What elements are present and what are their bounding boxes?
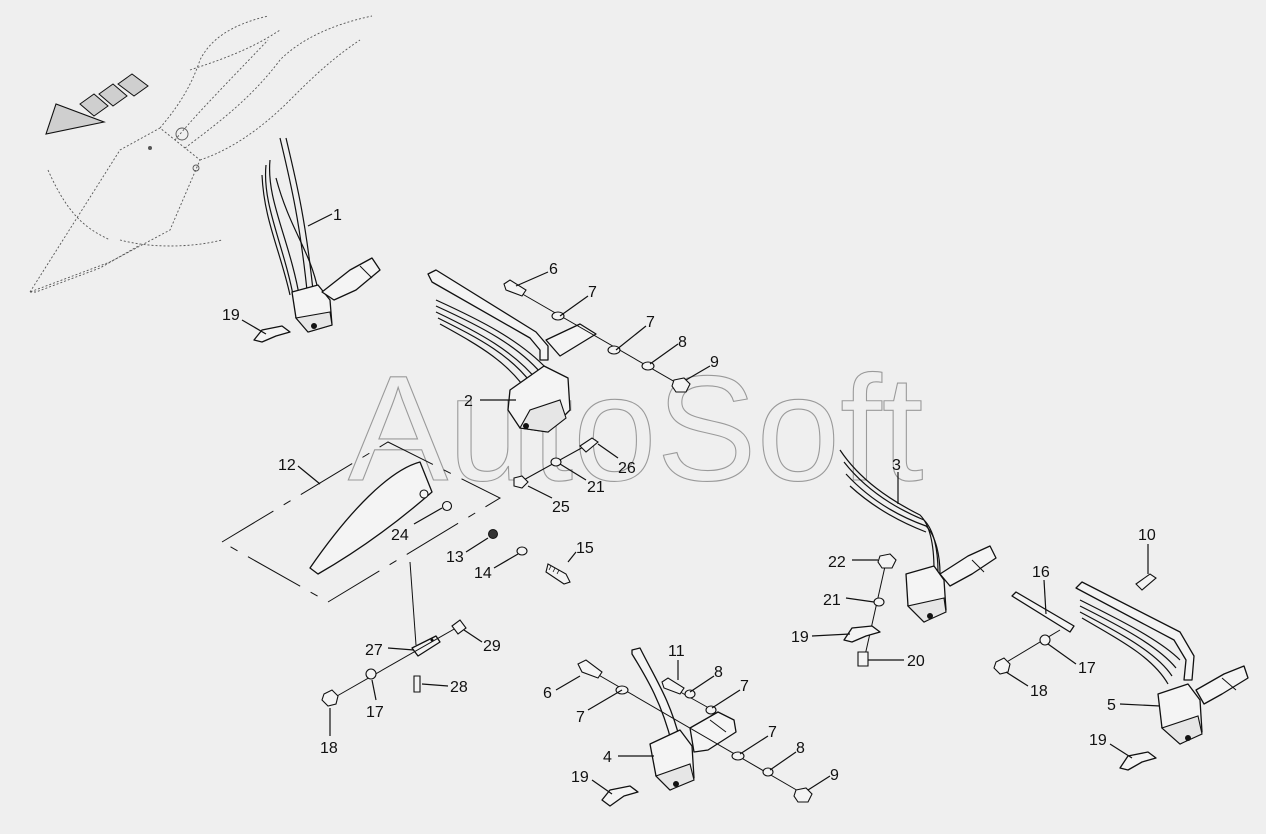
callout-24: 24 [391,527,409,544]
callout-19-a: 19 [222,307,240,324]
hardware-mid-chain [513,437,599,489]
washer-14 [516,546,528,556]
callout-21-b: 21 [587,479,605,496]
callout-19-b: 19 [791,629,809,646]
callout-26: 26 [618,460,636,477]
crop-divider-ghost [28,15,373,293]
callout-2: 2 [464,393,473,410]
washer-17-right [1039,634,1051,646]
bolt-28 [413,675,421,693]
bracket-27-group [321,561,467,707]
callout-8-c: 8 [796,740,805,757]
callout-22: 22 [828,554,846,571]
bolt-26 [579,437,599,453]
callout-15: 15 [576,540,594,557]
callout-7-c: 7 [576,709,585,726]
tine-assembly-3 [839,449,997,623]
callout-7-e: 7 [768,724,777,741]
callout-8-a: 8 [678,334,687,351]
hardware-upper-chain [503,279,691,393]
callout-7-d: 7 [740,678,749,695]
nut-13 [488,529,498,539]
bolt-20 [857,651,869,667]
clip-19-mid [843,625,881,643]
callout-19-c: 19 [571,769,589,786]
washer-17-left [365,668,377,680]
callout-7-a: 7 [588,284,597,301]
callouts: 1 2 3 4 5 6 6 7 7 7 7 7 8 8 8 [222,207,1161,795]
tine-assembly-4 [631,647,737,791]
callout-21-a: 21 [823,592,841,609]
tine-assembly-1 [261,137,381,333]
callout-25: 25 [552,499,570,516]
nut-24 [441,500,453,512]
bolt-15 [545,563,571,585]
hardware-plate [441,500,571,585]
nut-9-upper [671,377,691,393]
washer-7-upper-b [607,345,621,355]
bolt-11 [661,677,685,695]
callout-16: 16 [1032,564,1050,581]
callout-10: 10 [1138,527,1156,544]
hardware-part3 [843,553,897,667]
washer-21-right [873,597,885,607]
callout-8-b: 8 [714,664,723,681]
watermark-text: AutoSoft [348,344,923,512]
callout-18-left: 18 [320,740,338,757]
washer-7-upper-a [551,311,565,321]
clip-19-right [1119,751,1157,771]
nut-18-right [993,657,1011,675]
callout-17-right: 17 [1078,660,1096,677]
callout-17-left: 17 [366,704,384,721]
nut-25 [513,475,529,489]
bolt-29 [451,619,467,635]
bolt-10 [1135,573,1157,591]
callout-18-right: 18 [1030,683,1048,700]
callout-5: 5 [1107,697,1116,714]
callout-28: 28 [450,679,468,696]
callout-3: 3 [892,457,901,474]
nut-22 [877,553,897,569]
callout-4: 4 [603,749,612,766]
callout-1: 1 [333,207,342,224]
lockwasher-8-lower-a [684,689,696,699]
nut-18-left [321,689,339,707]
washer-7-lower-b [705,705,717,715]
tine-assembly-5 [1075,581,1249,745]
callout-12: 12 [278,457,296,474]
bolt-6-upper [503,279,527,297]
mounting-plate-12 [221,441,502,603]
callout-27: 27 [365,642,383,659]
callout-9-a: 9 [710,354,719,371]
callout-29: 29 [483,638,501,655]
callout-20: 20 [907,653,925,670]
callout-9-b: 9 [830,767,839,784]
callout-14: 14 [474,565,492,582]
nut-9-lower [793,787,813,803]
lockwasher-8-upper [641,361,655,371]
pin-16 [1011,591,1075,633]
hardware-part4 [577,659,813,807]
callout-11: 11 [668,643,685,660]
clip-19-lower [601,785,639,807]
tine-assembly-2 [427,269,597,433]
direction-arrow-icon [45,73,149,135]
callout-6-upper: 6 [549,261,558,278]
callout-13: 13 [446,549,464,566]
clip-part-19-upper [253,325,291,343]
callout-6-lower: 6 [543,685,552,702]
washer-21-mid [550,457,562,467]
callout-19-d: 19 [1089,732,1107,749]
hardware-part5 [993,573,1157,771]
bolt-6-lower [577,659,603,679]
callout-7-b: 7 [646,314,655,331]
